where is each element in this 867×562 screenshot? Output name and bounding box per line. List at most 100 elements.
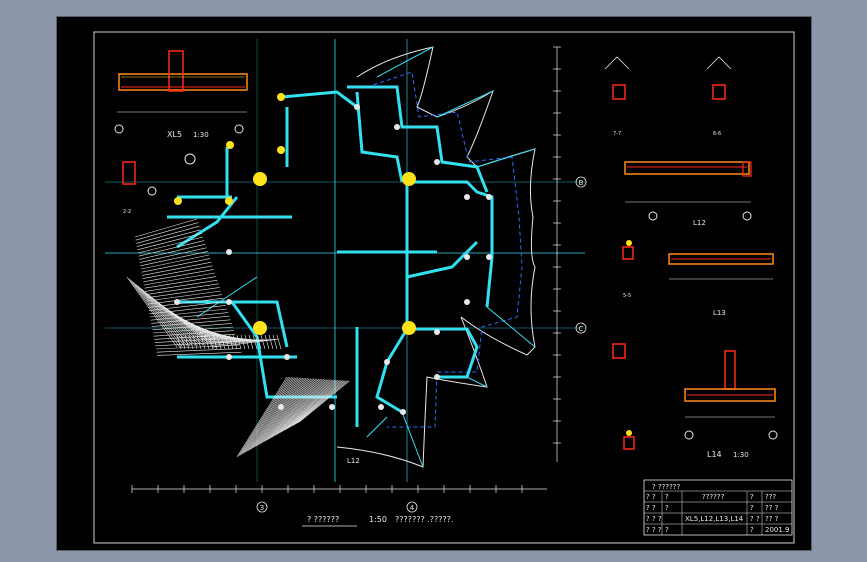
plan-label-l12: L12	[347, 457, 360, 465]
rafter	[265, 378, 317, 441]
detail-l13-title: L13	[713, 309, 726, 317]
rafter	[139, 287, 193, 347]
rafter	[276, 334, 282, 350]
plan-title: ? ??????	[307, 515, 339, 524]
title-block-cell: ?? ?	[765, 504, 779, 512]
detail-xl5-scale: 1:30	[193, 131, 209, 139]
beam-node	[394, 124, 400, 130]
title-block-cell: ?	[665, 493, 669, 501]
title-block-date: 2001.9	[765, 526, 790, 534]
rafter	[148, 294, 204, 346]
rafter	[248, 334, 254, 350]
rafter	[140, 251, 208, 267]
rafter	[276, 379, 328, 435]
title-block-cell: ?	[750, 526, 754, 534]
rafter	[268, 378, 320, 440]
rafter	[146, 287, 220, 299]
rafter	[279, 379, 331, 433]
rafter	[246, 377, 297, 452]
rafter	[251, 377, 302, 450]
detail-section-5-5: 5-5	[622, 240, 634, 299]
secondary-members	[196, 46, 536, 468]
rafter	[284, 379, 336, 431]
rafter	[131, 280, 183, 347]
detail-xl5: XL5 1:30 2-2	[114, 50, 248, 215]
beam-node	[486, 194, 492, 200]
column-large	[402, 321, 416, 335]
beam-node	[434, 374, 440, 380]
rafter	[145, 283, 219, 295]
rafter	[136, 225, 200, 244]
rafter	[297, 380, 348, 424]
axis-marker-c: C	[575, 322, 587, 334]
rafter	[296, 380, 347, 424]
detail-xl5-title: XL5	[167, 130, 182, 139]
rafter	[143, 269, 214, 283]
title-block-cell: ? ? ?	[646, 526, 662, 534]
beam-node	[400, 409, 406, 415]
detail-l14: L14 1:30	[612, 343, 778, 459]
rafter	[264, 334, 270, 350]
rafter	[157, 351, 242, 356]
rafter	[137, 236, 204, 254]
rafter	[238, 376, 289, 457]
rafter	[135, 284, 188, 347]
title-block-cell: ???	[765, 493, 776, 501]
title-block-cell: ?? ?	[765, 515, 779, 523]
rafter	[192, 334, 198, 350]
title-block-logo: ??????	[702, 493, 725, 501]
rafter	[180, 334, 186, 350]
rafter	[299, 380, 350, 423]
rafter	[136, 229, 201, 247]
title-block-cell: ? ? ?	[646, 515, 662, 523]
rafter	[142, 289, 196, 346]
rafter	[254, 377, 305, 448]
rafter	[252, 334, 258, 350]
detail-l13: L13	[668, 253, 774, 317]
beam-node	[354, 104, 360, 110]
rafter	[291, 380, 342, 427]
beam-node	[226, 299, 232, 305]
rafter	[139, 247, 207, 263]
title-block-cell: ? ?	[750, 515, 760, 523]
rafter	[289, 380, 341, 428]
rafter	[267, 378, 318, 441]
rafter	[294, 380, 345, 425]
rafter	[144, 291, 199, 346]
beam-node	[486, 254, 492, 260]
detail-l14-scale: 1:30	[733, 451, 749, 459]
rafter	[259, 378, 310, 445]
column	[277, 93, 285, 101]
columns	[174, 93, 416, 335]
column	[225, 197, 233, 205]
rafter	[243, 377, 294, 454]
title-block-drawing-codes: XL5,L12,L13,L14	[685, 515, 744, 523]
rafter	[137, 233, 202, 251]
beam-node	[329, 404, 335, 410]
rafter	[142, 265, 213, 279]
beam-node	[434, 329, 440, 335]
beam-node	[464, 299, 470, 305]
title-block-cell: ?	[750, 504, 754, 512]
rafter	[156, 348, 241, 353]
svg-text:C: C	[579, 325, 584, 333]
rafter	[212, 338, 279, 348]
rafter	[216, 334, 222, 350]
rafter	[141, 258, 211, 273]
roof-edge-upper-right	[356, 46, 536, 356]
beam-node	[434, 159, 440, 165]
column	[174, 197, 182, 205]
section-5-5-label: 5-5	[623, 293, 631, 299]
rafter	[224, 334, 230, 350]
rafter	[236, 334, 242, 350]
beam-network	[167, 85, 494, 427]
plan-scale: 1:50	[369, 515, 387, 524]
title-block-cell: ?	[665, 504, 669, 512]
title-block-cell: ? ?	[646, 504, 656, 512]
beam-node	[464, 194, 470, 200]
column-large	[253, 321, 267, 335]
rafter	[272, 334, 278, 350]
rafter	[145, 279, 218, 292]
title-block-cell: ?	[665, 526, 669, 534]
detail-section-7-7: 7-7	[604, 56, 630, 137]
